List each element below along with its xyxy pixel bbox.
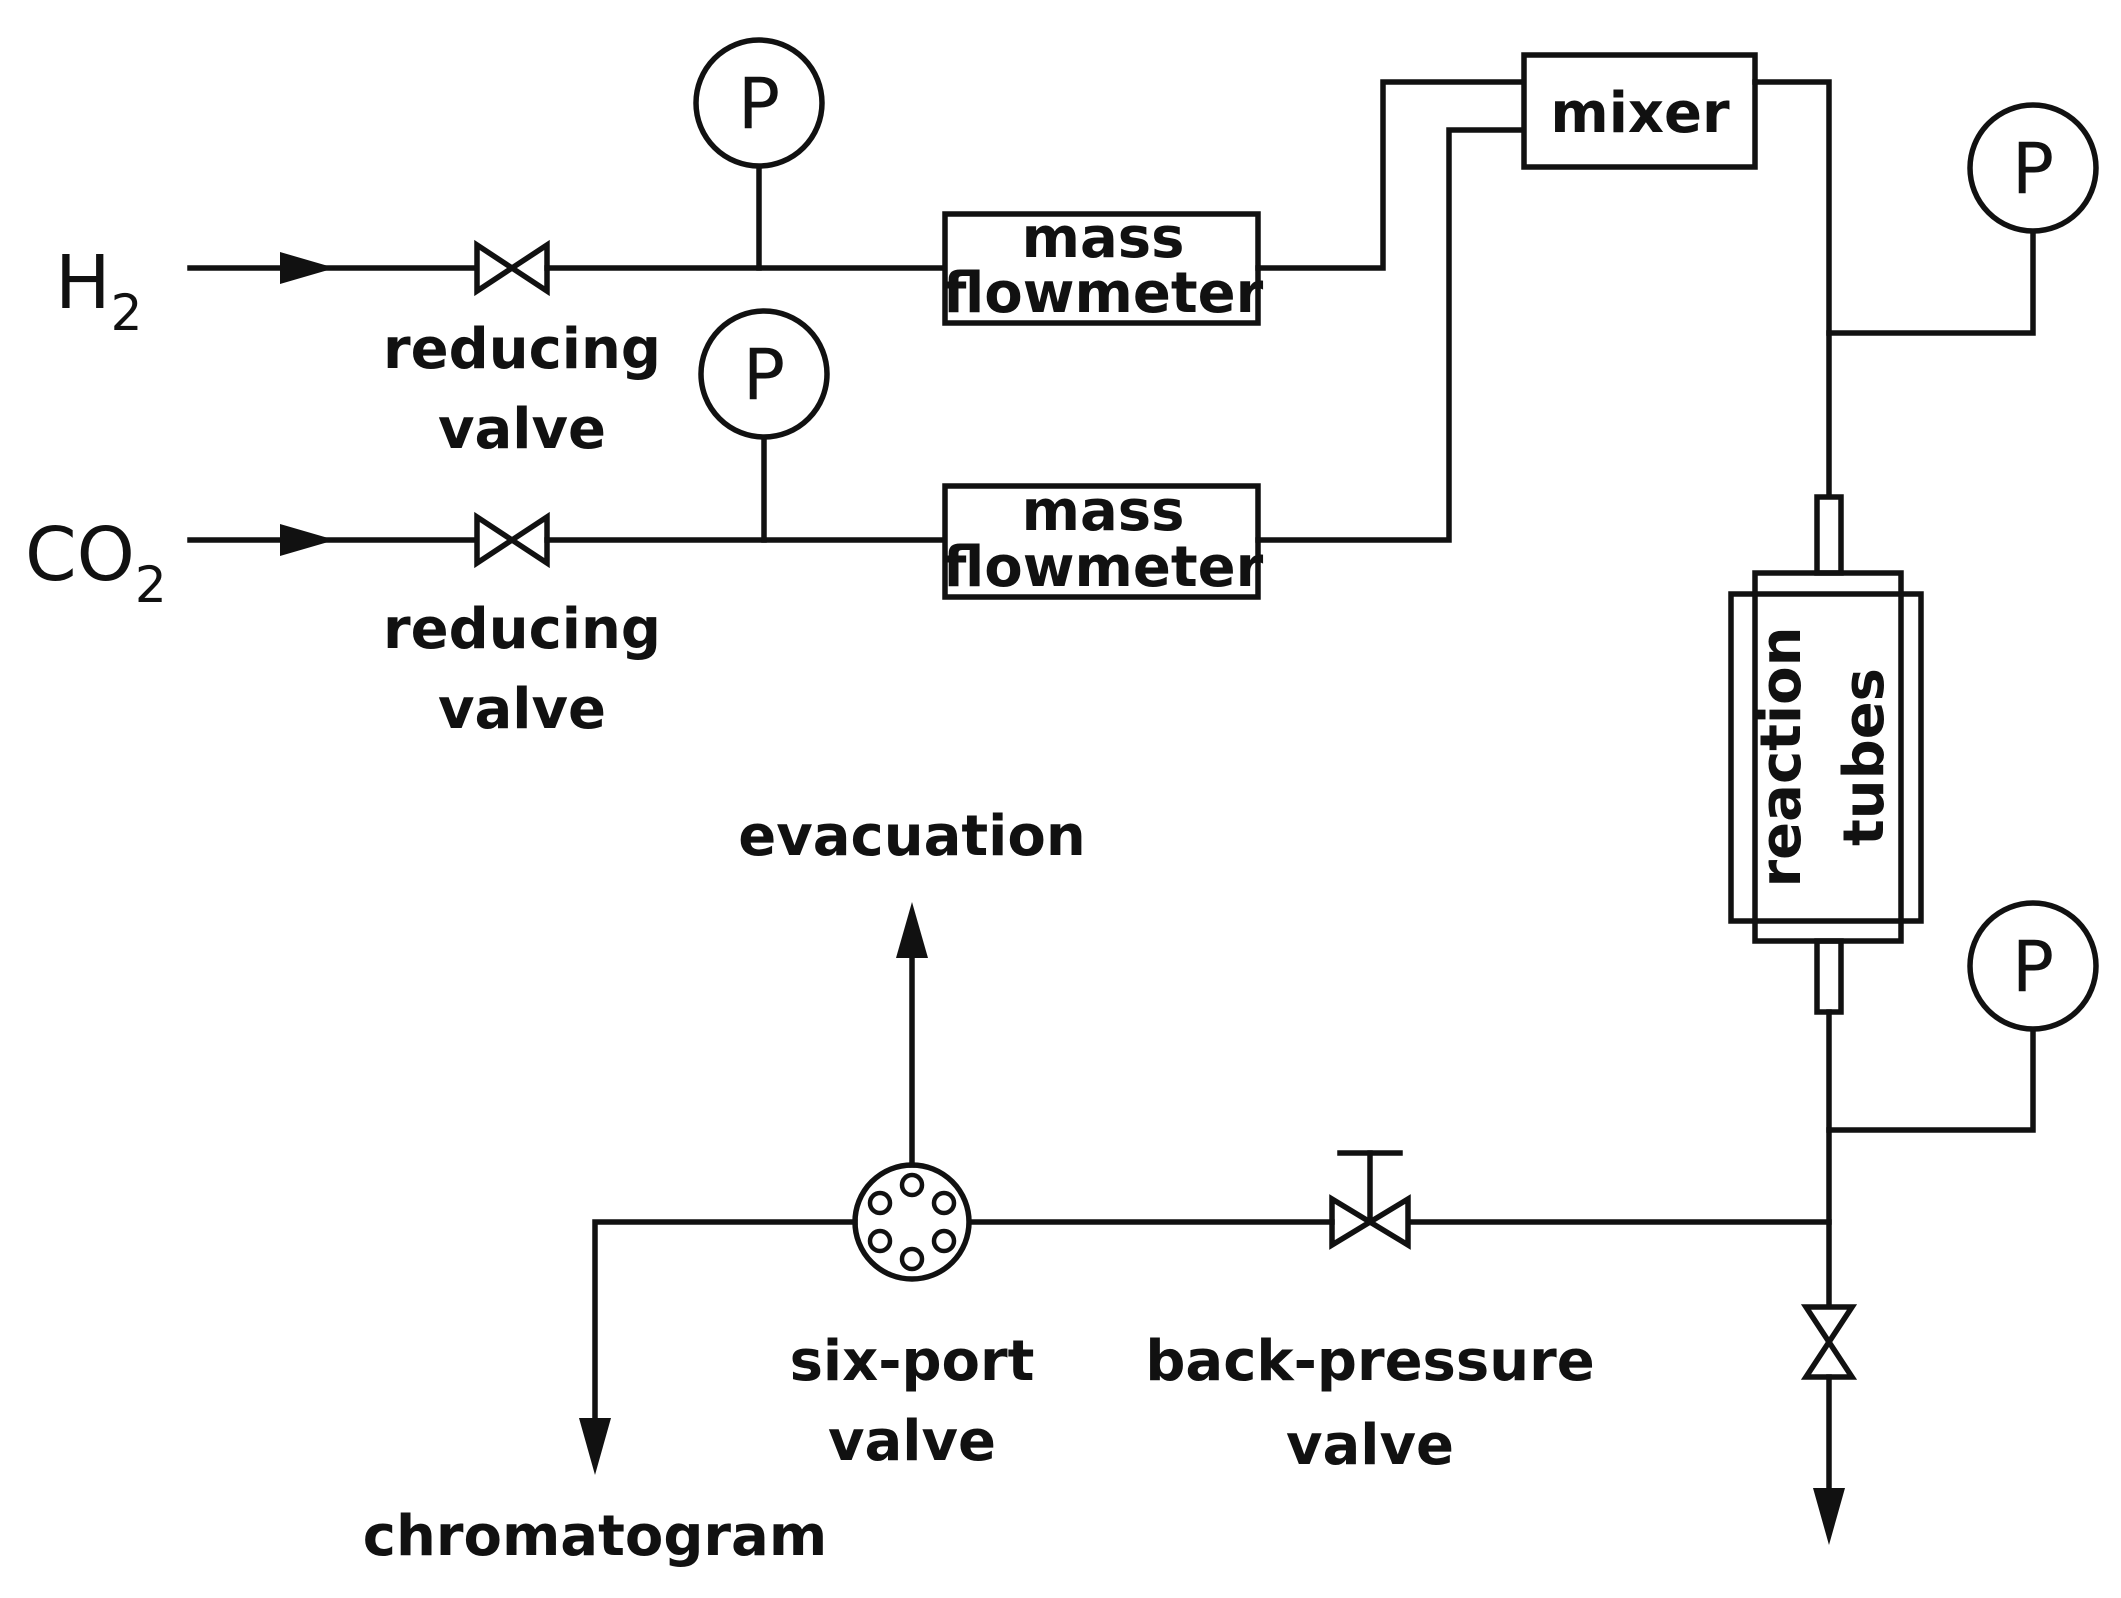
six-port-port-1: [899, 1172, 925, 1198]
six-port-port-4: [899, 1246, 925, 1272]
six-port-port-3: [931, 1228, 957, 1254]
reaction-tubes-label-line2: tubes: [1832, 668, 1897, 846]
mixer-box: [1521, 52, 1758, 170]
reducing-valve-2-left-icon: [474, 511, 518, 569]
co2-to-mixer-pipe: [1255, 127, 1527, 543]
mass-flowmeter-1: mass flowmeter: [942, 206, 1264, 326]
gauge-3-branch: [1826, 229, 2036, 336]
gauge-1-label: P: [738, 63, 780, 145]
pressure-gauge-2: P: [698, 308, 830, 543]
mass-flowmeter-2: mass flowmeter: [942, 479, 1264, 600]
drain-valve: [1800, 1304, 1858, 1380]
six-port-port-5: [867, 1228, 893, 1254]
gauge-4-label: P: [2012, 926, 2054, 1008]
chromatogram-pipe: [592, 1219, 858, 1423]
mixer-outlet-pipe: [1752, 79, 1832, 500]
h2-to-mixer-pipe: [1255, 79, 1527, 271]
evacuation-arrow-icon: [896, 902, 928, 958]
mass-flowmeter-1-label-line2: flowmeter: [943, 261, 1264, 326]
gauge-3-label: P: [2012, 128, 2054, 210]
reaction-tubes-label-line1: reaction: [1749, 627, 1814, 888]
reaction-tubes: reaction tubes: [1728, 494, 1924, 1015]
gauge-4-branch: [1826, 1028, 2036, 1133]
h2-flow-arrow: [280, 252, 335, 284]
co2-flow-arrow: [280, 524, 335, 556]
mass-flowmeter-2-label-line1: mass: [1022, 479, 1185, 544]
back-pressure-valve-right-icon: [1364, 1194, 1411, 1250]
evacuation-label: evacuation: [738, 804, 1085, 869]
reaction-tube-inner-box: [1752, 570, 1904, 944]
co2-inlet: CO2: [25, 512, 478, 614]
drain-valve-bottom-icon: [1800, 1336, 1858, 1380]
reducing-valve-2-label-line1: reducing: [383, 597, 661, 662]
reducing-valve-1: reducing valve: [383, 239, 661, 462]
gauge-1-circle: [693, 37, 825, 169]
reducing-valve-1-left-icon: [474, 239, 518, 297]
back-pressure-valve: back-pressure valve: [1145, 1150, 1595, 1478]
pressure-gauge-3: P: [1826, 102, 2099, 336]
drain-valve-top-icon: [1800, 1304, 1858, 1348]
reducing-valve-1-right-icon: [506, 239, 550, 297]
pressure-gauge-1: P: [693, 37, 825, 271]
gauge-2-circle: [698, 308, 830, 440]
drain-arrow-icon: [1813, 1488, 1845, 1545]
gauge-3-circle: [1967, 102, 2099, 234]
six-port-port-2: [931, 1190, 957, 1216]
mixer: mixer: [1521, 52, 1758, 170]
six-port-valve-label-line1: six-port: [790, 1329, 1035, 1394]
reducing-valve-1-label-line1: reducing: [383, 317, 661, 382]
reducing-valve-2: reducing valve: [383, 511, 661, 742]
reducing-valve-2-right-icon: [506, 511, 550, 569]
reaction-tube-outer-box: [1728, 591, 1924, 924]
back-pressure-valve-left-icon: [1329, 1194, 1376, 1250]
co2-label: CO2: [25, 512, 167, 614]
reducing-valve-2-label-line2: valve: [438, 677, 606, 742]
h2-inlet: H2: [55, 240, 478, 342]
back-pressure-valve-label-line2: valve: [1286, 1413, 1454, 1478]
six-port-valve-label-line2: valve: [828, 1409, 996, 1474]
chromatogram-label: chromatogram: [363, 1504, 827, 1569]
back-pressure-valve-label-line1: back-pressure: [1145, 1329, 1594, 1394]
mixer-label: mixer: [1550, 81, 1730, 146]
reducing-valve-1-label-line2: valve: [438, 397, 606, 462]
gauge-2-label: P: [743, 334, 785, 416]
reaction-tube-bottom-connector: [1814, 938, 1844, 1015]
gauge-4-circle: [1967, 900, 2099, 1032]
reaction-tube-top-connector: [1814, 494, 1844, 576]
chromatogram-arrow-icon: [579, 1418, 611, 1475]
six-port-valve: six-port valve: [790, 1162, 1035, 1474]
mass-flowmeter-2-label-line2: flowmeter: [943, 535, 1264, 600]
six-port-port-6: [867, 1190, 893, 1216]
pressure-gauge-4: P: [1826, 900, 2099, 1133]
mass-flowmeter-2-box: [942, 483, 1261, 600]
h2-label: H2: [55, 240, 142, 342]
mass-flowmeter-1-label-line1: mass: [1022, 206, 1185, 271]
